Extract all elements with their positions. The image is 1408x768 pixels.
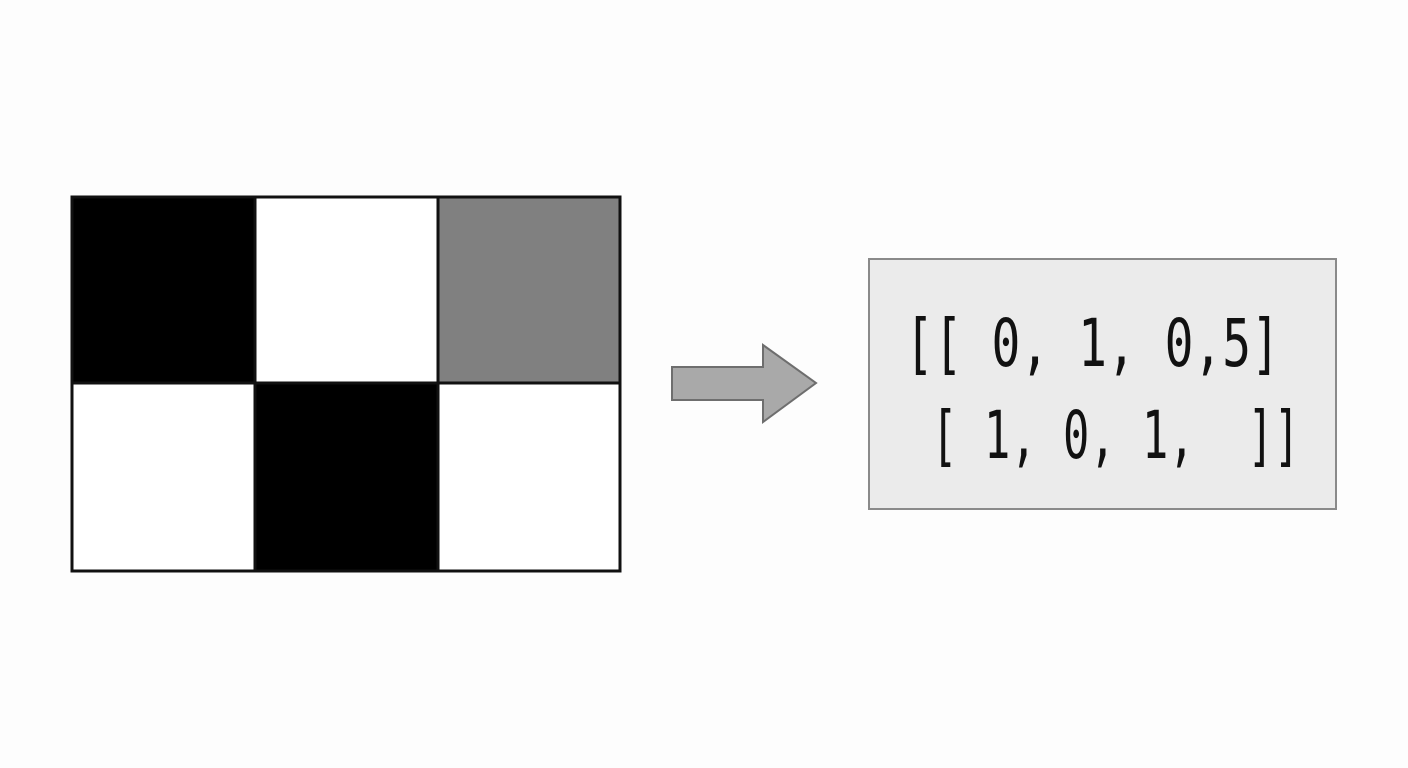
grid-cell — [70, 195, 257, 385]
pixel-grid — [70, 195, 622, 573]
matrix-box: [[ 0, 1, 0,5] [ 1, 0, 1, ]] — [868, 258, 1337, 510]
matrix-line-2: [ 1, 0, 1, ]] — [905, 397, 1300, 474]
grid-cell — [70, 381, 257, 573]
grid-cell — [436, 381, 622, 573]
matrix-line-1: [[ 0, 1, 0,5] — [905, 305, 1280, 382]
grid-cell — [253, 381, 440, 573]
grid-cell — [253, 195, 440, 385]
grid-cell — [436, 195, 622, 385]
right-arrow-icon — [671, 343, 818, 424]
